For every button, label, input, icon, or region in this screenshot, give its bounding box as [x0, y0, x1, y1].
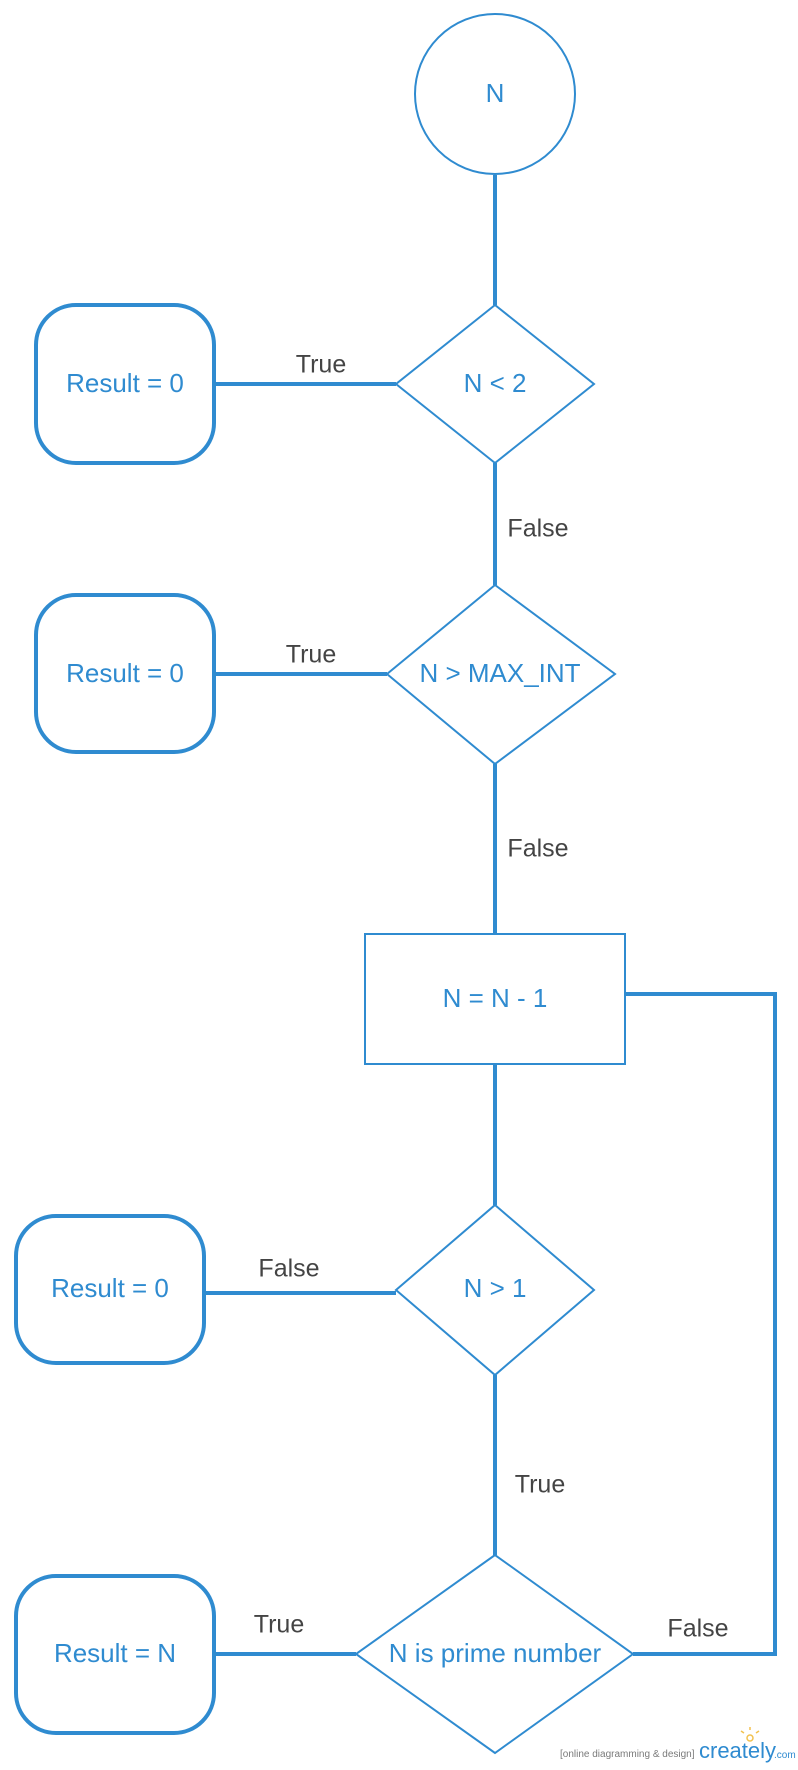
edge-prime-false-label: False [667, 1615, 728, 1643]
watermark-suffix: .com [774, 1750, 796, 1761]
node-labels: N N < 2 Result = 0 N > MAX_INT Result = … [51, 78, 601, 1668]
result-lt2-label: Result = 0 [66, 368, 184, 398]
result-prime-label: Result = N [54, 1638, 176, 1668]
watermark-tagline: [online diagramming & design] [560, 1749, 695, 1760]
decision-gt1 [394, 1203, 596, 1377]
process-decrement [364, 933, 626, 1065]
edge-labels: True False True False False True True Fa… [254, 351, 729, 1643]
connector-prime-false-loop [625, 992, 777, 1656]
edge-prime-true-label: True [254, 1611, 304, 1639]
shapes [14, 13, 635, 1755]
result-max-box [34, 593, 216, 754]
start-node [414, 13, 576, 175]
decision-prime [354, 1553, 635, 1755]
decision-max-label: N > MAX_INT [419, 658, 580, 688]
decision-gt1-label: N > 1 [464, 1273, 527, 1303]
watermark-brand: creately [699, 1738, 776, 1763]
edge-max-false-label: False [507, 835, 568, 863]
decision-lt2 [394, 303, 596, 465]
process-decrement-label: N = N - 1 [443, 983, 548, 1013]
result-gt1-box [14, 1214, 206, 1365]
sun-icon [740, 1727, 760, 1742]
result-gt1-label: Result = 0 [51, 1273, 169, 1303]
decision-max-int [385, 583, 617, 766]
start-label: N [486, 78, 505, 108]
connectors [204, 175, 777, 1656]
decision-prime-label: N is prime number [389, 1638, 602, 1668]
result-max-label: Result = 0 [66, 658, 184, 688]
creately-watermark: [online diagramming & design] creately .… [560, 1727, 796, 1763]
edge-gt1-false-label: False [258, 1255, 319, 1283]
decision-lt2-label: N < 2 [464, 368, 527, 398]
edge-gt1-true-label: True [515, 1471, 565, 1499]
edge-lt2-true-label: True [296, 351, 346, 379]
edge-max-true-label: True [286, 641, 336, 669]
result-prime-box [14, 1574, 216, 1735]
edge-lt2-false-label: False [507, 515, 568, 543]
result-lt2-box [34, 303, 216, 465]
